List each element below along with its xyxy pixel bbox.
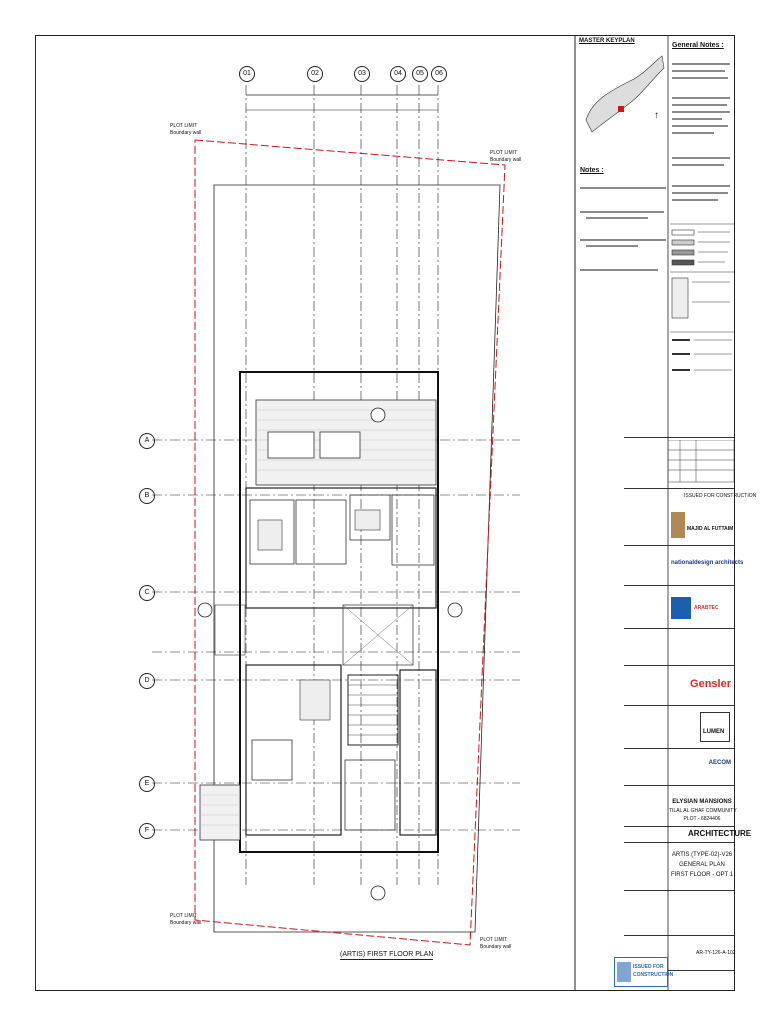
general-notes-text: [672, 63, 730, 201]
boundary-wall-label: Boundary wall: [480, 944, 512, 950]
tb-divider: [624, 970, 734, 971]
contractor-logo: ARABTEC: [669, 595, 733, 623]
lighting-logo: Gensler: [669, 670, 733, 700]
grid-row-d: D: [139, 673, 155, 689]
tb-divider: [624, 826, 734, 827]
contractor-logo-text: ARABTEC: [694, 605, 719, 611]
tb-divider: [624, 842, 734, 843]
issued-header: ISSUED FOR CONSTRUCTION: [684, 493, 757, 499]
grid-col-03: 03: [354, 66, 370, 82]
client-logo: MAJID AL FUTTAIM: [669, 510, 733, 542]
architect-logo: nationaldesign architects: [669, 555, 743, 575]
legend: [670, 223, 734, 371]
tb-divider: [624, 437, 734, 438]
grid-row-e: E: [139, 776, 155, 792]
grid-row-b: B: [139, 488, 155, 504]
stamp-line-2: CONSTRUCTION: [633, 972, 674, 978]
stamp-icon: [617, 962, 631, 982]
grid-col-06: 06: [431, 66, 447, 82]
project-community: TILAL AL GHAF COMMUNITY: [669, 808, 737, 814]
notes-text: [580, 187, 666, 271]
drawing-title-line-3: FIRST FLOOR - OPT 1: [670, 872, 734, 878]
project-name: ELYSIAN MANSIONS: [672, 799, 732, 805]
architect-logo-text: nationaldesign architects: [671, 560, 744, 566]
tb-divider: [624, 545, 734, 546]
grid-row-a: A: [139, 433, 155, 449]
tb-divider: [624, 705, 734, 706]
mep-logo-text: AECOM: [708, 760, 731, 766]
grid-col-05: 05: [412, 66, 428, 82]
grid-col-01: 01: [239, 66, 255, 82]
drawing-title-line-2: GENERAL PLAN: [679, 862, 725, 868]
interior-logo-text: LUMEN: [703, 729, 725, 735]
interior-logo: LUMEN: [700, 712, 730, 742]
tb-divider: [624, 890, 734, 891]
grid-col-02: 02: [307, 66, 323, 82]
boundary-wall-label: Boundary wall: [170, 920, 202, 926]
notes-label: Notes :: [580, 167, 604, 174]
master-keyplan-label: MASTER KEYPLAN: [579, 38, 635, 44]
boundary-wall-label: Boundary wall: [170, 130, 202, 136]
tb-divider: [624, 785, 734, 786]
grid-row-f: F: [139, 823, 155, 839]
grid-col-04: 04: [390, 66, 406, 82]
mep-logo: AECOM: [669, 755, 733, 777]
stamp-line-1: ISSUED FOR: [633, 964, 664, 970]
tb-divider: [624, 665, 734, 666]
tb-divider: [624, 585, 734, 586]
plot-limit-label: PLOT LIMIT: [490, 150, 518, 156]
lighting-logo-text: Gensler: [690, 678, 731, 690]
drawing-number: AR-TY-126-A-102: [696, 950, 736, 956]
tb-divider: [624, 748, 734, 749]
contractor-logo-mark: [671, 597, 691, 619]
tb-divider: [624, 628, 734, 629]
boundary-wall-label: Boundary wall: [490, 157, 522, 163]
client-logo-mark: [671, 512, 685, 538]
grid-row-c: C: [139, 585, 155, 601]
revision-table: [668, 440, 734, 483]
issued-stamp: ISSUED FOR CONSTRUCTION: [614, 957, 673, 987]
discipline: ARCHITECTURE: [688, 829, 752, 838]
north-arrow-icon: ↑: [654, 110, 659, 121]
client-logo-text: MAJID AL FUTTAIM: [687, 526, 734, 532]
project-plot: PLOT - 6824406: [683, 816, 721, 822]
plot-limit-label: PLOT LIMIT: [170, 913, 198, 919]
plan-title: (ARTIS) FIRST FLOOR PLAN: [340, 951, 434, 960]
tb-divider: [624, 935, 734, 936]
general-notes-label: General Notes :: [672, 42, 724, 49]
drawing-title-line-1: ARTIS (TYPE-02)-V26: [671, 852, 733, 858]
keyplan-map: [585, 55, 665, 133]
plot-limit-label: PLOT LIMIT: [480, 937, 508, 943]
drawing-sheet: [35, 35, 735, 991]
tb-divider: [624, 488, 734, 489]
plot-limit-label: PLOT LIMIT: [170, 123, 198, 129]
